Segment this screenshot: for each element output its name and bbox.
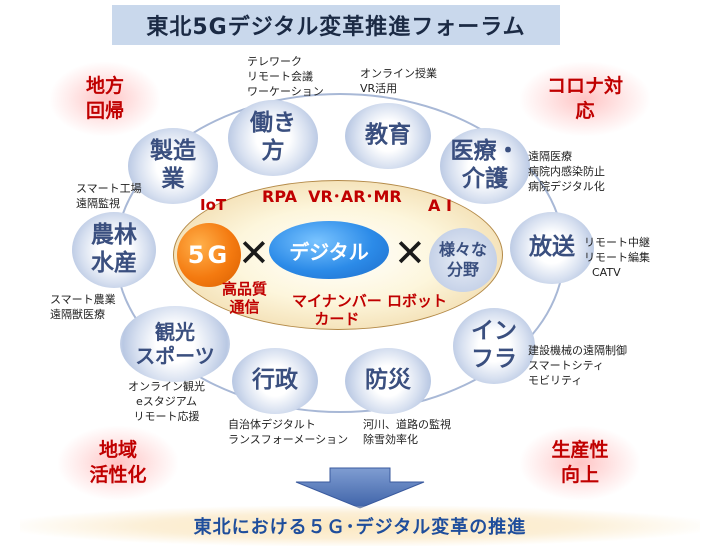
field-work-style-line1: 働き	[250, 110, 296, 137]
label-ai: A I	[428, 196, 452, 215]
label-my-number-card-line2: カード	[314, 310, 360, 328]
label-high-quality-comm: 高品質通信	[222, 280, 267, 316]
note-line: テレワーク	[247, 55, 302, 68]
note-work-style: テレワークリモート会議ワーケーション	[247, 55, 324, 100]
field-agriculture: 農林水産	[72, 212, 156, 288]
note-line: モビリティ	[528, 373, 583, 387]
field-tourism-sports: 観光スポーツ	[120, 306, 230, 382]
field-manufacturing-line1: 製造	[150, 138, 196, 165]
field-education: 教育	[345, 103, 431, 169]
note-line: ワーケーション	[247, 84, 324, 98]
field-infrastructure: インフラ	[453, 308, 535, 384]
field-tourism-sports-line1: 観光	[154, 320, 195, 344]
goal-regional-return-line1: 地方	[85, 75, 124, 98]
note-line: 除雪効率化	[363, 432, 418, 446]
note-line: 遠隔医療	[528, 150, 572, 163]
field-tourism-sports-line2: スポーツ	[135, 344, 215, 368]
label-rpa-vr-ar-mr: RPA VR･AR･MR	[262, 187, 402, 206]
field-administration: 行政	[232, 348, 318, 414]
note-line: 建設機械の遠隔制御	[528, 344, 627, 357]
note-line: リモート会議	[247, 69, 313, 83]
note-manufacturing: スマート工場遠隔監視	[76, 182, 142, 212]
note-line: 病院デジタル化	[528, 179, 605, 193]
goal-covid-response: コロナ対応	[520, 62, 650, 136]
field-manufacturing-line2: 業	[161, 166, 185, 192]
note-line: ランスフォーメーション	[228, 432, 349, 446]
page-title: 東北5Gデジタル変革推進フォーラム	[112, 5, 560, 45]
note-line: eスタジアム	[136, 394, 197, 408]
various-fields-line2: 分野	[446, 260, 479, 279]
goal-regional-revitalization: 地域活性化	[58, 426, 178, 500]
note-agriculture: スマート農業遠隔獣医療	[50, 293, 116, 323]
label-robot: ロボット	[387, 292, 448, 310]
note-line: 自治体デジタルト	[228, 418, 316, 431]
field-infrastructure-line2: フラ	[471, 346, 517, 372]
note-line: CATV	[592, 265, 621, 279]
various-fields-line1: 様々な	[438, 240, 487, 259]
note-line: リモート中継	[584, 236, 650, 249]
goal-productivity: 生産性向上	[520, 426, 640, 500]
label-high-quality-comm-line1: 高品質	[222, 280, 268, 298]
field-work-style-line2: 方	[261, 138, 285, 164]
down-arrow-icon	[295, 467, 425, 509]
note-infrastructure: 建設機械の遠隔制御スマートシティモビリティ	[528, 344, 627, 389]
goal-productivity-line2: 向上	[560, 464, 599, 486]
multiply-icon: ✕	[238, 231, 270, 275]
field-agriculture-line2: 水産	[91, 250, 137, 276]
goal-covid-response-line2: 応	[575, 100, 595, 122]
field-disaster-prevention: 防災	[345, 348, 431, 414]
field-agriculture-line1: 農林	[91, 222, 137, 249]
goal-productivity-line1: 生産性	[551, 439, 609, 462]
label-high-quality-comm-line2: 通信	[229, 298, 260, 316]
note-line: オンライン授業	[360, 67, 437, 80]
multiply-icon: ✕	[394, 231, 426, 275]
label-my-number-card-line1: マイナンバー	[292, 292, 382, 310]
note-line: リモート編集	[584, 250, 650, 264]
note-line: VR活用	[360, 81, 398, 95]
bottom-banner: 東北における５Ｇ･デジタル変革の推進	[20, 506, 700, 546]
label-iot: IoT	[200, 196, 227, 214]
field-medical-care-line1: 医療・	[450, 138, 520, 165]
field-manufacturing: 製造業	[128, 128, 218, 204]
note-line: リモート応援	[133, 409, 200, 423]
field-broadcast: 放送	[510, 212, 594, 284]
note-line: 病院内感染防止	[528, 164, 605, 178]
note-line: 遠隔監視	[76, 196, 120, 210]
note-line: 河川、道路の監視	[363, 418, 451, 431]
goal-covid-response-line1: コロナ対	[546, 75, 623, 98]
note-line: 遠隔獣医療	[50, 307, 105, 321]
note-line: オンライン観光	[128, 380, 205, 393]
note-administration: 自治体デジタルトランスフォーメーション	[228, 418, 348, 448]
field-infrastructure-line1: イン	[471, 318, 517, 345]
field-work-style: 働き方	[228, 100, 318, 176]
note-line: スマート農業	[50, 293, 116, 306]
note-disaster-prevention: 河川、道路の監視除雪効率化	[363, 418, 451, 448]
label-my-number-card: マイナンバーカード	[292, 292, 382, 328]
note-medical-care: 遠隔医療病院内感染防止病院デジタル化	[528, 150, 605, 195]
note-line: スマートシティ	[528, 358, 605, 372]
goal-regional-return: 地方回帰	[50, 62, 160, 136]
note-line: スマート工場	[76, 182, 142, 195]
digital-circle: デジタル	[269, 221, 389, 279]
various-fields-circle: 様々な分野	[429, 228, 497, 292]
goal-regional-revitalization-line2: 活性化	[89, 464, 147, 486]
goal-regional-return-line2: 回帰	[85, 100, 124, 122]
field-medical-care-line2: 介護	[462, 166, 508, 192]
field-medical-care: 医療・介護	[440, 128, 530, 204]
five-g-circle: 5G	[177, 223, 241, 287]
goal-regional-revitalization-line1: 地域	[98, 439, 137, 462]
